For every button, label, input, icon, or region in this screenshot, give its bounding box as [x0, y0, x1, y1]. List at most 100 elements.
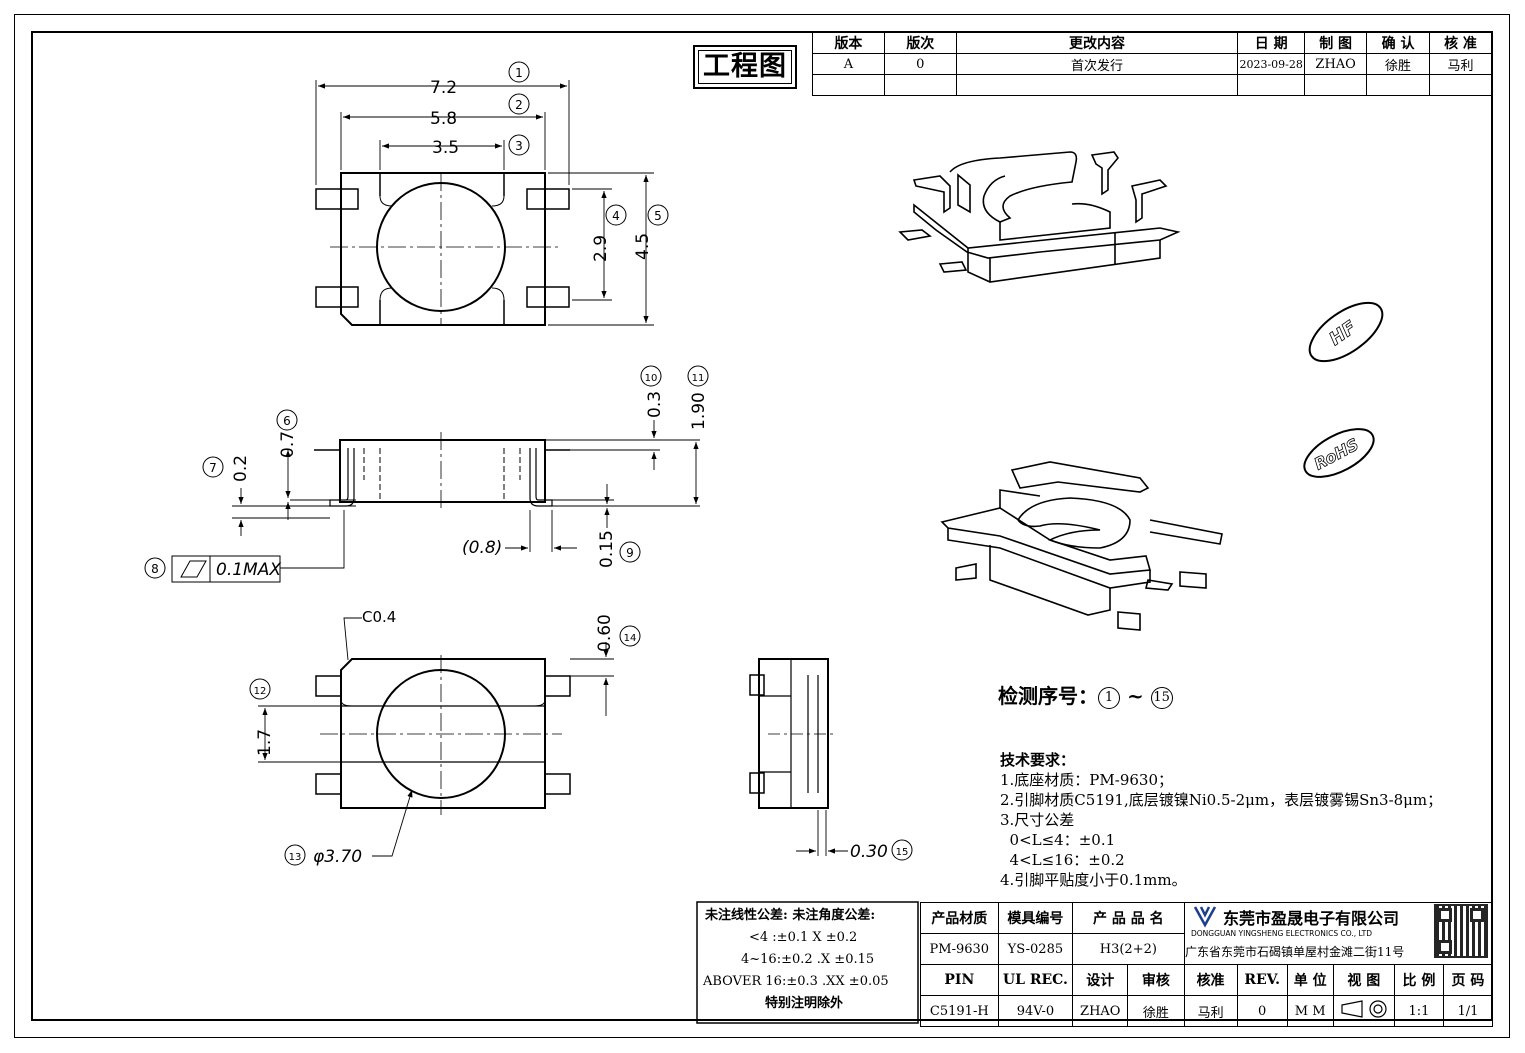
iso-view-top — [898, 151, 1181, 283]
side-view — [314, 432, 570, 510]
rev-date: 2023-09-28 — [1237, 53, 1306, 75]
balloon-15: 15 — [896, 847, 909, 858]
company-english: DONGGUAN YINGSHENG ELECTRONICS CO., LTD — [1191, 929, 1372, 938]
rev-header-version: 版本 — [812, 32, 885, 54]
note-1: 1.底座材质：PM-9630； — [1000, 771, 1174, 789]
mold-value: YS-0285 — [997, 933, 1074, 965]
rev-approve: 马利 — [1429, 53, 1492, 75]
balloon-2: 2 — [515, 98, 523, 112]
balloon-5: 5 — [654, 209, 662, 223]
ul-value: 94V-0 — [997, 995, 1074, 1027]
balloon-11: 11 — [692, 373, 705, 384]
rev-drawn: ZHAO — [1304, 53, 1368, 75]
h-material: 产品材质 — [920, 902, 999, 934]
balloon-3: 3 — [515, 139, 523, 153]
inspection-label: 检测序号： — [998, 684, 1098, 708]
dim-1-90: 1.90 — [689, 392, 709, 430]
drawing-frame — [31, 31, 1493, 1021]
h-scale: 比 例 — [1393, 964, 1444, 996]
h-design: 设计 — [1072, 964, 1129, 996]
technical-requirements: 技术要求： 1.底座材质：PM-9630； 2.引脚材质C5191,底层镀镍Ni… — [1000, 750, 1442, 890]
outer-border — [14, 14, 1510, 1038]
review-value: 徐胜 — [1127, 995, 1185, 1027]
dim-0-30: 0.30 — [850, 842, 888, 862]
inspection-to: 15 — [1150, 686, 1173, 709]
h-page: 页 码 — [1442, 964, 1494, 996]
balloon-8: 8 — [151, 562, 159, 576]
balloon-4: 4 — [612, 209, 620, 223]
rev-header-confirm: 确 认 — [1366, 32, 1431, 54]
company-address: 广东省东莞市石碣镇单屋村金滩二街11号 — [1185, 945, 1405, 959]
iso-view-bottom — [940, 461, 1223, 631]
design-value: ZHAO — [1072, 995, 1129, 1027]
balloon-6: 6 — [283, 414, 291, 428]
top-view — [315, 172, 570, 326]
approve-value: 马利 — [1183, 995, 1238, 1027]
page-value: 1/1 — [1442, 995, 1494, 1027]
chamfer-label: C0.4 — [362, 608, 396, 626]
tolerance-line-4: 特别注明除外 — [765, 996, 844, 1011]
material-value: PM-9630 — [920, 933, 999, 965]
note-3b: 4<L≤16：±0.2 — [1000, 851, 1125, 869]
general-tolerance: 未注线性公差: 未注角度公差: <4 :±0.1 X ±0.2 4~16:±0.… — [699, 905, 921, 1023]
end-view — [749, 658, 836, 809]
balloon-1: 1 — [515, 66, 523, 80]
dim-4-5: 4.5 — [633, 233, 653, 260]
unit-value: M M — [1286, 995, 1334, 1027]
company-logo-icon — [1193, 906, 1217, 928]
rev-header-approve: 核 准 — [1429, 32, 1492, 54]
qr-code-icon — [1434, 904, 1488, 958]
balloon-9: 9 — [626, 546, 634, 560]
hf-mark — [1308, 301, 1384, 363]
company-name: 东莞市盈晟电子有限公司 — [1223, 909, 1400, 928]
rohs-mark — [1303, 428, 1375, 478]
h-rev: REV. — [1236, 964, 1288, 996]
note-2: 2.引脚材质C5191,底层镀镍Ni0.5-2μm，表层镀雾锡Sn3-8μm； — [1000, 791, 1443, 809]
dim-7-2: 7.2 — [430, 78, 457, 98]
h-ul: UL REC. — [997, 964, 1074, 996]
h-mold: 模具编号 — [997, 902, 1074, 934]
dim-0-60: 0.60 — [595, 614, 615, 652]
company-info: 东莞市盈晟电子有限公司 DONGGUAN YINGSHENG ELECTRONI… — [1185, 903, 1433, 965]
dim-0-7: 0.7 — [278, 431, 298, 458]
tolerance-title: 未注线性公差: 未注角度公差: — [705, 908, 876, 923]
top-view-dimensions — [315, 80, 654, 326]
notes-title: 技术要求： — [1000, 751, 1076, 769]
dim-2-9: 2.9 — [591, 235, 611, 262]
tolerance-line-3: ABOVER 16:±0.3 .XX ±0.05 — [703, 974, 889, 989]
tolerance-line-1: <4 :±0.1 X ±0.2 — [749, 930, 858, 945]
bottom-view-dimensions — [258, 617, 614, 857]
balloon-12: 12 — [254, 686, 267, 697]
dim-1-7: 1.7 — [255, 729, 275, 756]
inspection-sep: ~ — [1120, 684, 1151, 708]
title-block: 产品材质 模具编号 产 品 品 名 PM-9630 YS-0285 H3(2+2… — [920, 902, 1494, 1027]
drawing-type-stamp: 工程图 — [693, 45, 797, 89]
note-3a: 0<L≤4：±0.1 — [1000, 831, 1116, 849]
product-name-value: H3(2+2) — [1072, 933, 1185, 965]
pin-value: C5191-H — [920, 995, 999, 1027]
h-approve: 核准 — [1183, 964, 1238, 996]
note-4: 4.引脚平贴度小于0.1mm。 — [1000, 871, 1187, 889]
dim-0-2: 0.2 — [231, 455, 251, 482]
revision-table: 版本 版次 更改内容 日 期 制 图 确 认 核 准 A 0 首次发行 2023… — [812, 32, 1492, 96]
dim-0-15: 0.15 — [597, 530, 617, 568]
hf-text: HF — [1326, 317, 1361, 350]
dim-0-1max: 0.1MAX — [216, 560, 281, 580]
rev-header-change: 更改内容 — [955, 32, 1239, 54]
scale-value: 1:1 — [1393, 995, 1444, 1027]
dim-0-3: 0.3 — [645, 391, 665, 418]
side-view-dimensions — [232, 420, 700, 569]
h-unit: 单 位 — [1286, 964, 1334, 996]
balloon-7: 7 — [209, 461, 217, 475]
balloon-10: 10 — [645, 373, 658, 384]
tolerance-line-2: 4~16:±0.2 .X ±0.15 — [741, 952, 875, 967]
dim-diameter: φ3.70 — [313, 847, 362, 867]
balloon-13: 13 — [289, 852, 302, 863]
rev-change: 首次发行 — [955, 53, 1239, 75]
rohs-text: RoHS — [1311, 435, 1362, 474]
rev-value: 0 — [1236, 995, 1288, 1027]
inspection-from: 1 — [1098, 686, 1120, 709]
bottom-view — [315, 655, 571, 815]
inspection-range: 检测序号：1 ~ 15 — [998, 680, 1173, 709]
